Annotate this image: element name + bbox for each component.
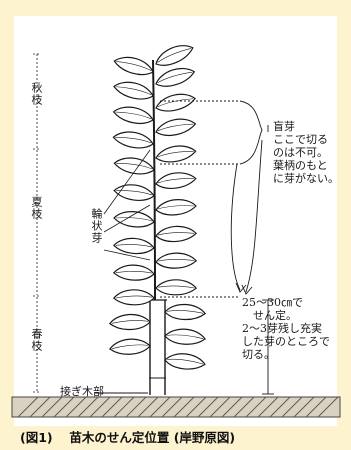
season-brackets	[33, 53, 41, 393]
caption-figure-number: (図1)	[20, 430, 53, 445]
label-whorl-bud: 輪状芽	[90, 208, 103, 244]
annotation-lines	[95, 100, 274, 395]
label-summer-branch: 夏枝	[30, 196, 43, 220]
caption-source: (岸野原図)	[173, 430, 236, 445]
ground	[11, 396, 341, 418]
label-blind-bud-note: 盲芽 ここで切る のは不可。 葉柄のもと に芽がない。	[273, 120, 339, 185]
whorl-bud-pointers	[103, 149, 151, 261]
figure-caption: (図1) 苗木のせん定位置 (岸野原図)	[20, 427, 340, 446]
leaves	[108, 41, 207, 374]
label-autumn-branch: 秋枝	[30, 82, 43, 106]
label-pruning-note: 25～30㎝で せん定。 2～3芽残し充実 した芽のところで 切る。	[242, 296, 330, 361]
caption-title: 苗木のせん定位置	[69, 430, 170, 445]
label-spring-branch: 春枝	[30, 328, 43, 352]
label-graft-union: 接ぎ木部	[60, 385, 104, 398]
